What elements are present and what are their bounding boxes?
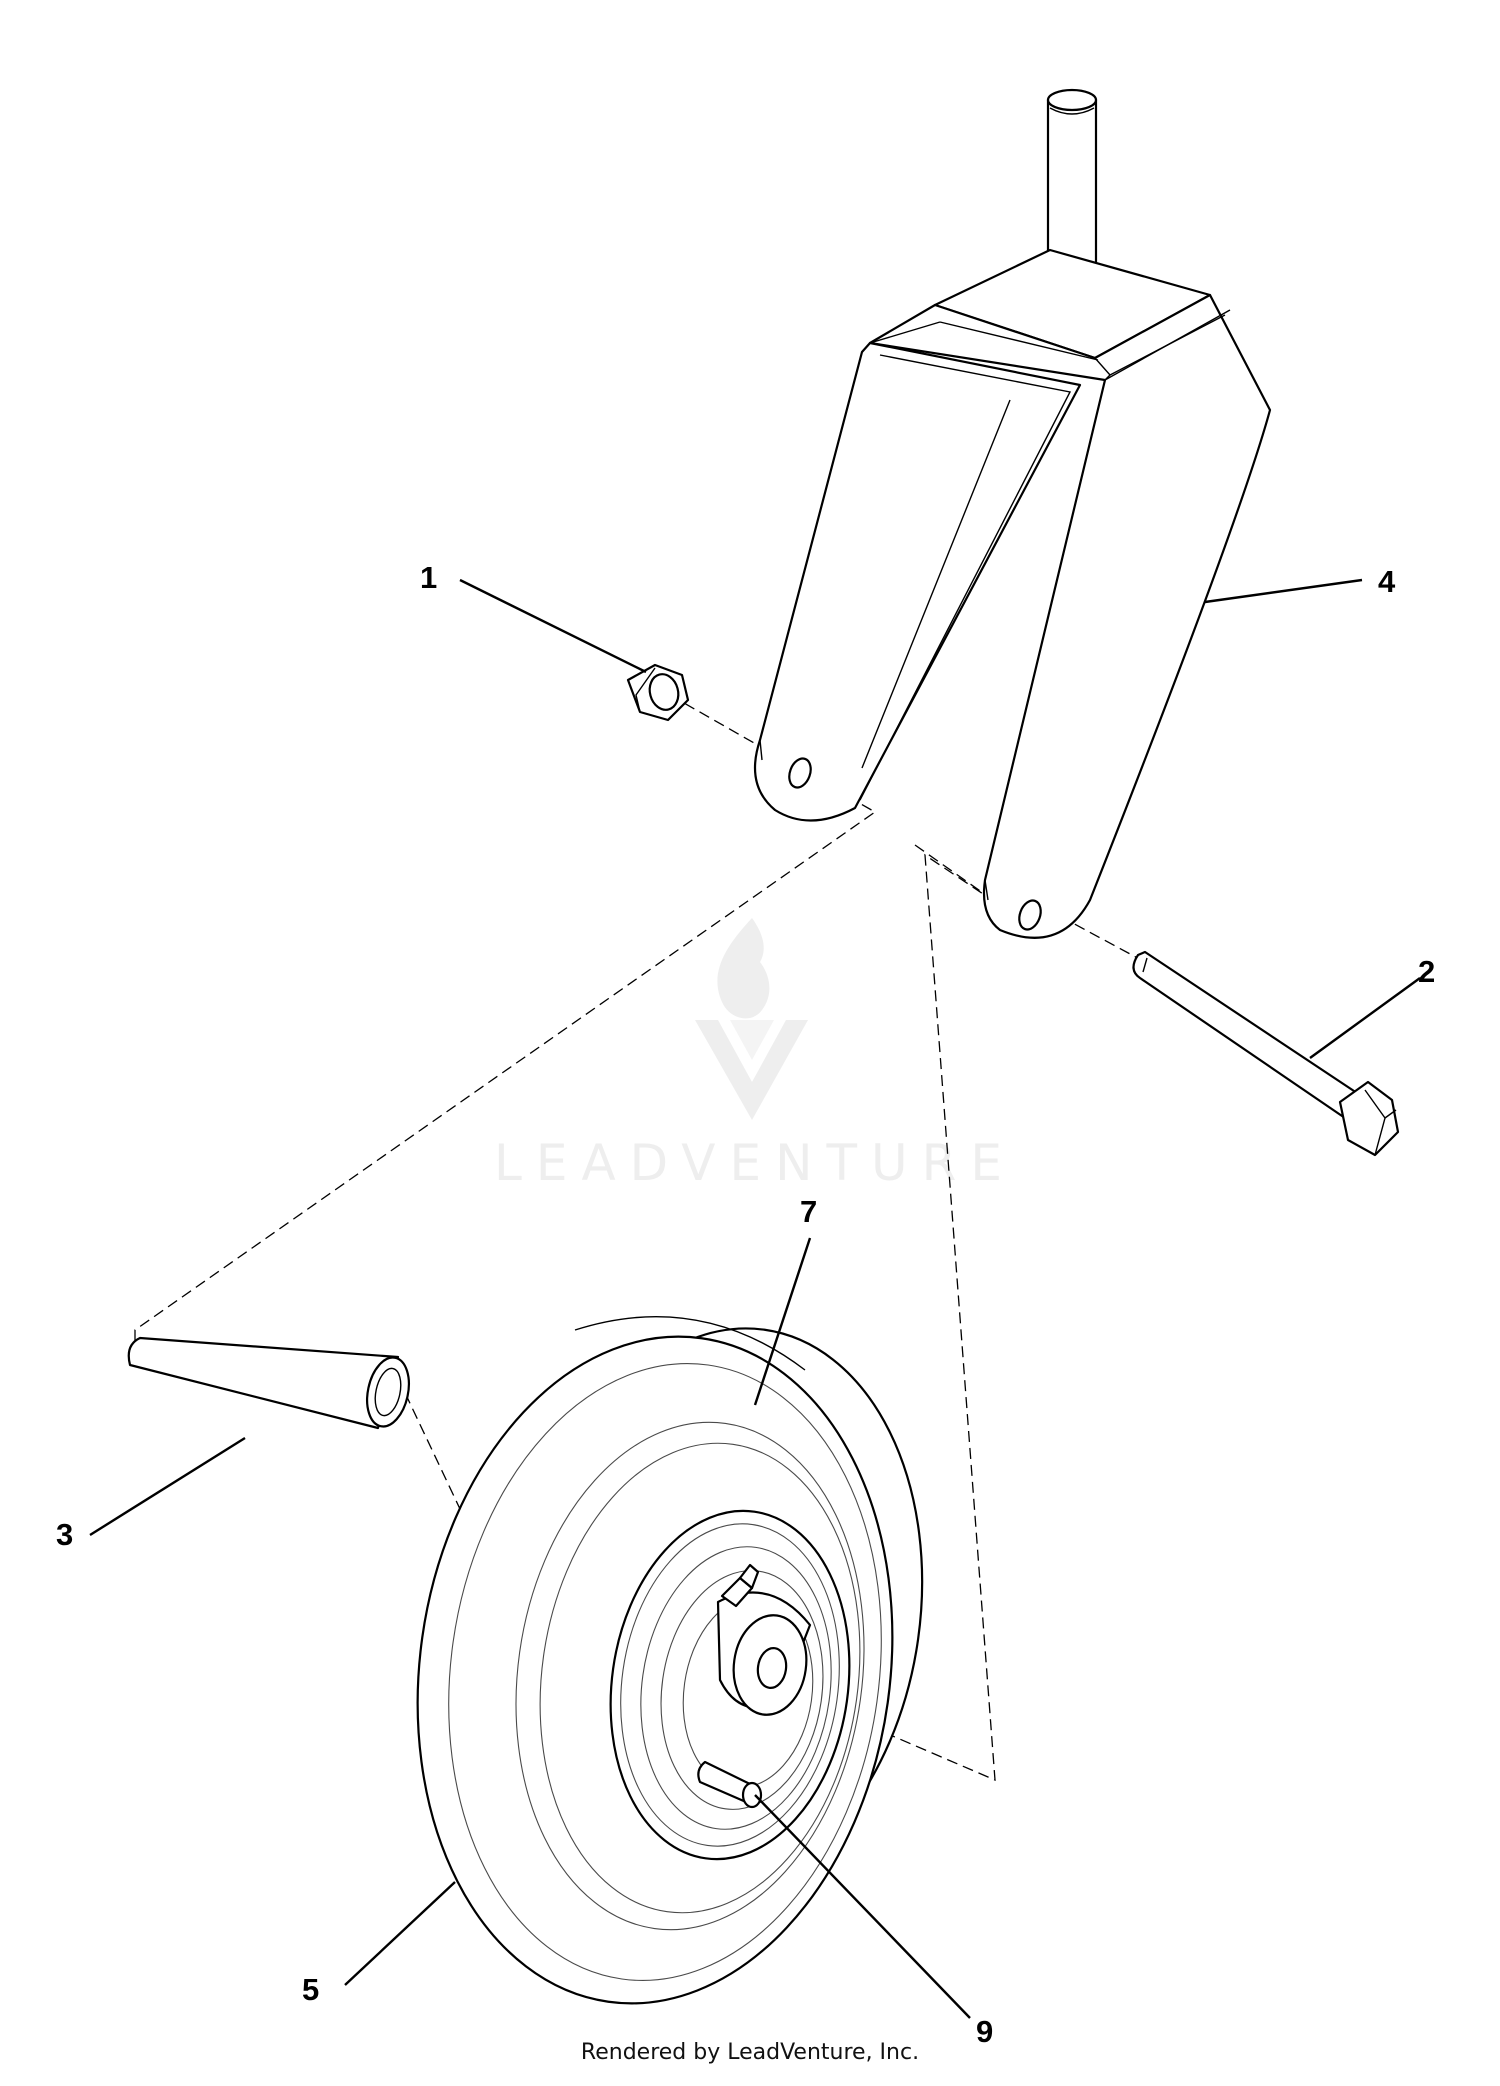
grease-fitting bbox=[697, 1760, 763, 1809]
callout-1: 1 bbox=[420, 560, 437, 595]
flame-v-logo-icon bbox=[695, 918, 808, 1120]
footer-credit: Rendered by LeadVenture, Inc. bbox=[580, 2040, 920, 2065]
callout-5: 5 bbox=[302, 1972, 319, 2007]
leader-5 bbox=[344, 1881, 456, 1986]
callout-9: 9 bbox=[976, 2014, 993, 2049]
leader-2 bbox=[1309, 977, 1421, 1059]
callout-4: 4 bbox=[1378, 564, 1396, 599]
watermark: LEADVENTURE bbox=[494, 918, 1016, 1192]
callout-7: 7 bbox=[800, 1194, 817, 1229]
callouts: 1 2 3 4 5 7 9 bbox=[56, 560, 1435, 2049]
wheel-assembly bbox=[416, 1316, 924, 2005]
leader-9 bbox=[754, 1794, 971, 2019]
hex-nut bbox=[626, 663, 690, 722]
hex-bolt bbox=[1132, 950, 1400, 1157]
watermark-brand-text: LEADVENTURE bbox=[494, 1134, 1016, 1192]
caster-fork bbox=[753, 88, 1272, 939]
callout-3: 3 bbox=[56, 1517, 73, 1552]
leader-1 bbox=[459, 578, 647, 674]
callout-2: 2 bbox=[1418, 954, 1435, 989]
spacer-tube bbox=[127, 1336, 410, 1430]
leader-7 bbox=[753, 1237, 812, 1406]
leader-3 bbox=[89, 1436, 246, 1537]
leader-lines bbox=[89, 578, 1421, 2019]
leader-4 bbox=[1204, 578, 1363, 604]
